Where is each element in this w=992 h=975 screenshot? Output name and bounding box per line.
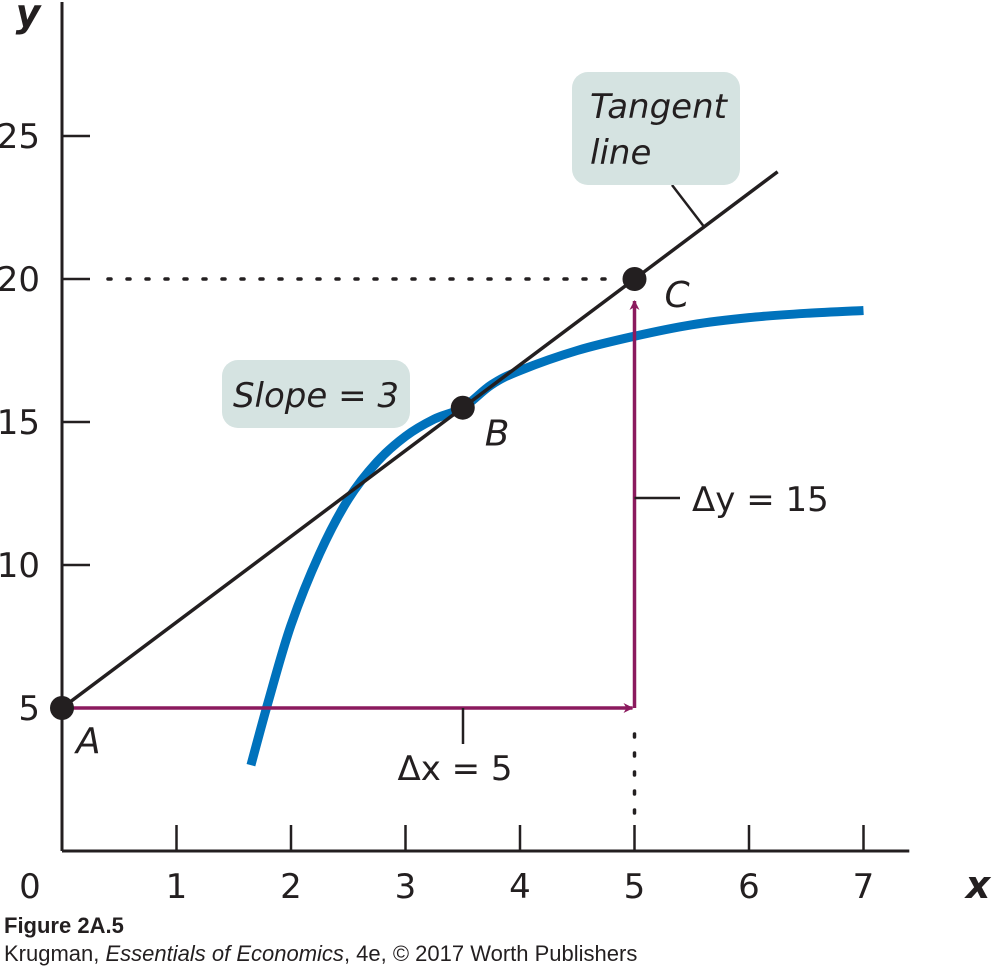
y-tick-label-15: 15 xyxy=(0,403,40,443)
figure-title: Figure 2A.5 xyxy=(4,913,124,938)
series-layer xyxy=(60,170,864,767)
x-tick-label-6: 6 xyxy=(738,867,760,907)
x-tick-label-2: 2 xyxy=(280,867,302,907)
credit-book-title: Essentials of Economics xyxy=(105,941,344,966)
origin-label: 0 xyxy=(19,867,41,907)
point-label-b: B xyxy=(485,414,510,455)
x-tick-label-5: 5 xyxy=(624,867,646,907)
y-tick-label-10: 10 xyxy=(0,546,40,586)
guide-layer xyxy=(106,277,637,829)
credit-author: Krugman, xyxy=(4,941,106,966)
y-tick-label-5: 5 xyxy=(18,689,40,729)
point-label-c: C xyxy=(665,275,691,316)
tangent-line xyxy=(60,170,779,710)
delta-x-label: Δx = 5 xyxy=(397,749,512,789)
tangent-label-line1: Tangent xyxy=(590,87,729,127)
figure-caption: Figure 2A.5 Krugman, Essentials of Econo… xyxy=(4,912,984,968)
slope-label-box xyxy=(222,360,410,428)
x-tick-label-7: 7 xyxy=(853,867,875,907)
point-c xyxy=(622,267,647,291)
x-tick-label-1: 1 xyxy=(166,867,188,907)
x-tick-label-4: 4 xyxy=(509,867,531,907)
tangent-box-leader xyxy=(671,184,706,229)
point-label-a: A xyxy=(74,721,101,762)
y-axis-title: y xyxy=(16,0,43,35)
point-a xyxy=(50,696,74,720)
x-tick-label-3: 3 xyxy=(395,867,417,907)
y-tick-label-20: 20 xyxy=(0,260,40,300)
tangent-label-box xyxy=(572,72,740,185)
credit-rest: , 4e, © 2017 Worth Publishers xyxy=(343,941,638,966)
y-tick-label-25: 25 xyxy=(0,117,40,157)
slope-label: Slope = 3 xyxy=(233,376,399,416)
point-b xyxy=(450,395,475,420)
figure-credit: Krugman, Essentials of Economics, 4e, © … xyxy=(4,940,984,968)
x-axis-title: x xyxy=(964,863,992,907)
delta-y-label: Δy = 15 xyxy=(692,480,829,520)
chart: 0 1 2 3 4 5 6 7 5 10 15 20 25 y x Δx = 5 Δy = 15 Tangent… xyxy=(0,0,992,907)
tangent-label-line2: line xyxy=(590,133,651,173)
points-layer: A B C xyxy=(50,267,691,762)
